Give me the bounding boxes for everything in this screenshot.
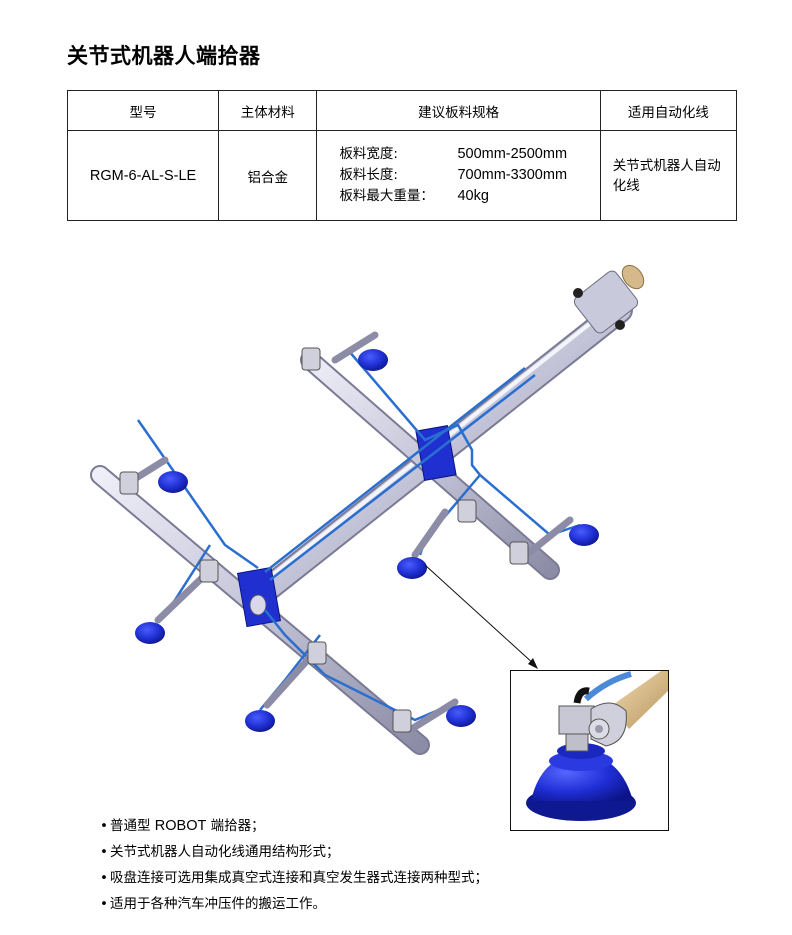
- suction-cup-icon: [397, 557, 427, 579]
- spec-length: 板料长度: 700mm-3300mm: [339, 165, 599, 186]
- list-item: •适用于各种汽车冲压件的搬运工作。: [100, 891, 488, 917]
- suction-cup-icon: [158, 471, 188, 493]
- spec-value: 700mm-3300mm: [457, 167, 568, 183]
- cell-model: RGM-6-AL-S-LE: [66, 130, 220, 221]
- spec-width: 板料宽度: 500mm-2500mm: [339, 144, 599, 165]
- center-clamp-lower: [236, 566, 282, 628]
- suction-cup-detail-illustration: [526, 671, 668, 821]
- header-model: 型号: [66, 90, 220, 131]
- list-item: •关节式机器人自动化线通用结构形式；: [100, 839, 488, 865]
- suction-cup-icon: [135, 622, 165, 644]
- spec-label: 板料最大重量：: [339, 188, 434, 204]
- suction-cup-icon: [446, 705, 476, 727]
- spec-max-weight: 板料最大重量： 40kg: [339, 186, 599, 207]
- list-item: •普通型 ROBOT 端拾器；: [100, 813, 488, 839]
- bullet-icon: •: [100, 896, 108, 912]
- spec-label: 板料宽度:: [339, 146, 398, 162]
- suction-cup-icon: [358, 349, 388, 371]
- spec-value: 500mm-2500mm: [457, 146, 568, 162]
- cell-sheet-specs: 板料宽度: 500mm-2500mm 板料长度: 700mm-3300mm 板料…: [316, 130, 601, 221]
- tube-clamps: [119, 347, 529, 733]
- list-item: •吸盘连接可选用集成真空式连接和真空发生器式连接两种型式；: [100, 865, 488, 891]
- suction-cups: [135, 349, 599, 732]
- header-line: 适用自动化线: [599, 90, 738, 131]
- vacuum-hoses: [136, 349, 581, 722]
- suction-cup-icon: [245, 710, 275, 732]
- header-sheet-specs: 建议板料规格: [316, 90, 601, 131]
- header-material: 主体材料: [218, 90, 318, 131]
- bullet-icon: •: [100, 818, 108, 834]
- spec-table: 型号 主体材料 建议板料规格 适用自动化线 RGM-6-AL-S-LE 铝合金 …: [66, 90, 738, 221]
- spec-value: 40kg: [457, 188, 489, 204]
- robot-coupling: [573, 264, 645, 334]
- cell-material: 铝合金: [218, 130, 318, 221]
- feature-list: •普通型 ROBOT 端拾器； •关节式机器人自动化线通用结构形式； •吸盘连接…: [100, 813, 488, 917]
- detail-inset: [510, 670, 669, 831]
- end-effector-illustration: [90, 264, 645, 755]
- bullet-icon: •: [100, 870, 108, 886]
- spec-label: 板料长度:: [339, 167, 398, 183]
- table-row: RGM-6-AL-S-LE 铝合金 板料宽度: 500mm-2500mm 板料长…: [66, 130, 738, 221]
- table-header-row: 型号 主体材料 建议板料规格 适用自动化线: [66, 90, 738, 131]
- callout-arrow: [424, 564, 538, 669]
- page-title: 关节式机器人端拾器: [67, 44, 261, 68]
- cell-line: 关节式机器人自动化线: [599, 130, 738, 221]
- bullet-icon: •: [100, 844, 108, 860]
- suction-cup-icon: [569, 524, 599, 546]
